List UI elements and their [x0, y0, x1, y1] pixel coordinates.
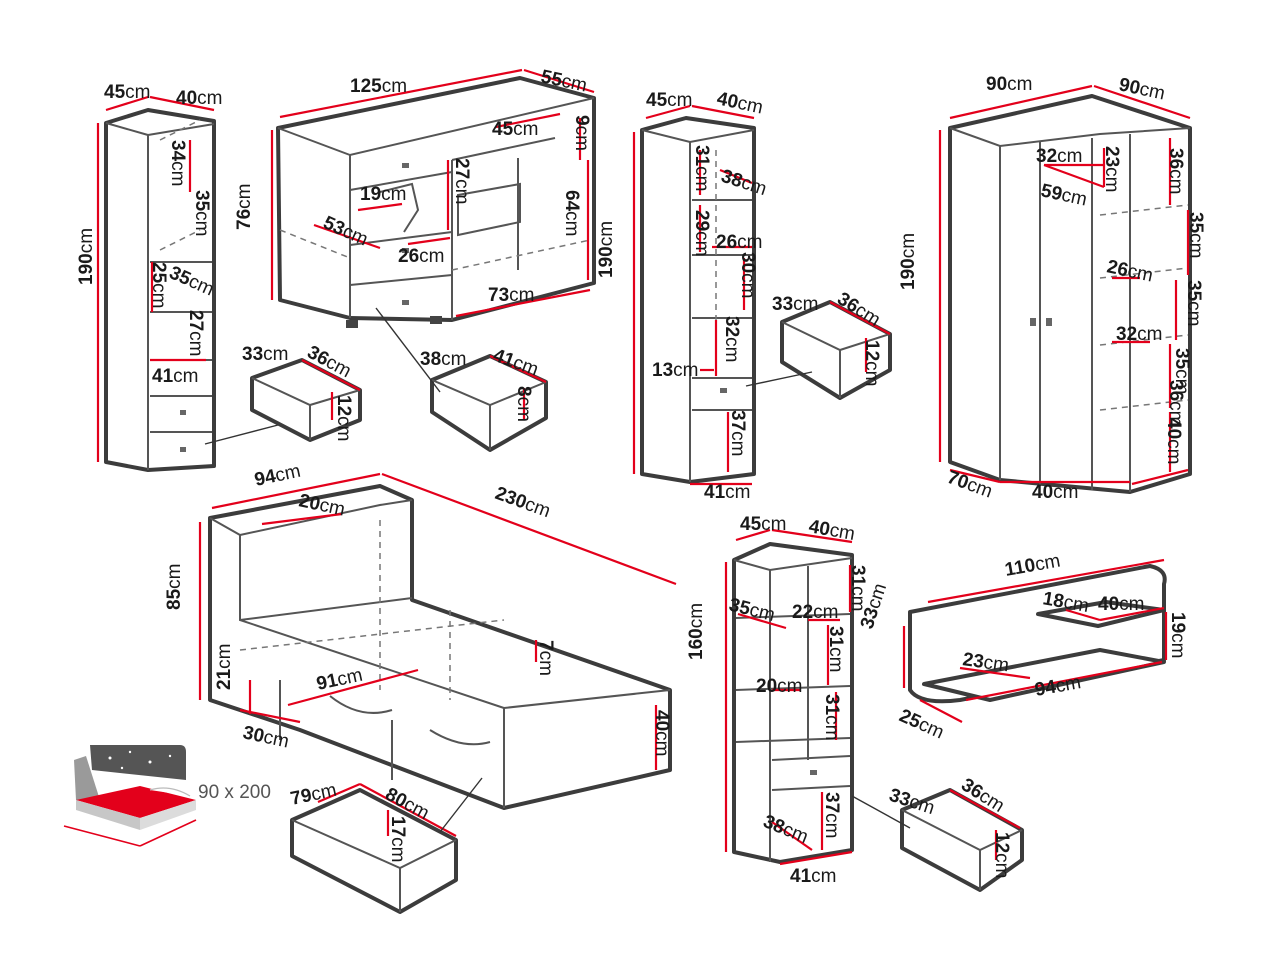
desk-dimension-label: 76cm: [234, 184, 255, 230]
tall-shelf-drawer-dimension-label: 12cm: [333, 395, 354, 441]
wall-shelf: [902, 558, 1168, 723]
bed-dimension-label: 7cm: [535, 640, 556, 676]
bookcase-drawer: [745, 300, 892, 400]
bookcase-dimension-label: 32cm: [721, 316, 742, 362]
bed-size-label: 90 x 200: [198, 782, 271, 803]
wall-shelf-dimension-label: 23cm: [961, 649, 1010, 676]
bookcase-dimension-label: 30cm: [737, 252, 758, 298]
corner-wardrobe-dimension-label: 40cm: [1032, 482, 1078, 503]
tall-shelf-dimension-label: 41cm: [152, 366, 198, 387]
narrow-shelf-dimension-label: 40cm: [807, 516, 856, 545]
corner-wardrobe-dimension-label: 36cm: [1165, 148, 1186, 194]
narrow-shelf-dimension-label: 37cm: [821, 792, 842, 838]
bed-size-icon: 90 x 200: [63, 745, 271, 847]
desk-dimension-label: 19cm: [360, 184, 406, 205]
narrow-shelf-drawer-dimension-label: 12cm: [991, 832, 1012, 878]
tall-shelf-dimension-label: 25cm: [148, 262, 169, 308]
desk-dimension-label: 125cm: [350, 76, 407, 97]
wall-shelf-dimension-label: 19cm: [1167, 612, 1188, 658]
bed-dimension-label: 20cm: [297, 490, 347, 520]
corner-wardrobe-dimension-label: 32cm: [1116, 324, 1162, 345]
corner-wardrobe-dimension-label: 32cm: [1036, 146, 1082, 167]
bed-drawer: [290, 777, 483, 914]
tall-shelf-drawer: [204, 358, 362, 445]
tall-shelf-drawer-dimension-label: 33cm: [242, 344, 288, 365]
bookcase-dimension-label: 29cm: [691, 210, 712, 256]
corner-wardrobe-dimension-label: 190cm: [898, 233, 919, 290]
bed-dimension-label: 91cm: [315, 665, 365, 695]
bookcase-dimension-label: 31cm: [691, 145, 712, 191]
tall-shelf-dimension-label: 35cm: [191, 190, 212, 236]
corner-wardrobe-dimension-label: 35cm: [1185, 212, 1206, 258]
corner-wardrobe-dimension-label: 35cm: [1171, 348, 1192, 394]
wall-shelf-dimension-label: 18cm: [1041, 588, 1090, 617]
desk-drawer-dimension-label: 8cm: [513, 386, 534, 422]
corner-wardrobe-dimension-label: 26cm: [1105, 256, 1155, 286]
bookcase-dimension-label: 26cm: [716, 232, 762, 253]
bed-drawer-dimension-label: 17cm: [387, 816, 408, 862]
bookcase-drawer-dimension-label: 12cm: [861, 340, 882, 386]
desk: [270, 68, 596, 328]
corner-wardrobe: [938, 84, 1192, 494]
corner-wardrobe-dimension-label: 35cm: [1183, 280, 1204, 326]
narrow-shelf-dimension-label: 35cm: [727, 594, 777, 626]
wall-shelf-dimension-label: 40cm: [1098, 594, 1144, 615]
desk-dimension-label: 64cm: [561, 190, 582, 236]
tall-shelf: [96, 95, 216, 472]
wall-shelf-dimension-label: 94cm: [1033, 672, 1082, 701]
bookcase-dimension-label: 40cm: [715, 88, 765, 118]
bed-drawer-dimension-label: 79cm: [289, 780, 339, 810]
narrow-shelf-dimension-label: 160cm: [686, 603, 707, 660]
narrow-shelf-dimension-label: 31cm: [825, 626, 846, 672]
bookcase-dimension-label: 45cm: [646, 90, 692, 111]
desk-dimension-label: 45cm: [492, 119, 538, 140]
corner-wardrobe-dimension-label: 36cm: [1165, 380, 1186, 426]
bookcase-dimension-label: 190cm: [596, 221, 617, 278]
wall-shelf-dimension-label: 110cm: [1003, 551, 1062, 581]
narrow-shelf: [724, 528, 854, 866]
desk-dimension-label: 26cm: [398, 246, 444, 267]
narrow-shelf-drawer: [851, 788, 1024, 892]
desk-dimension-label: 9cm: [571, 115, 592, 151]
tall-shelf-dimension-label: 190cm: [76, 228, 97, 285]
bed-dimension-label: 40cm: [651, 710, 672, 756]
desk-dimension-label: 27cm: [451, 158, 472, 204]
narrow-shelf-dimension-label: 45cm: [740, 514, 786, 535]
bookcase-dimension-label: 41cm: [704, 482, 750, 503]
corner-wardrobe-dimension-label: 23cm: [1101, 146, 1122, 192]
narrow-shelf-dimension-label: 31cm: [847, 565, 868, 611]
bookcase: [632, 104, 756, 486]
bookcase-dimension-label: 37cm: [727, 410, 748, 456]
tall-shelf-dimension-label: 45cm: [104, 82, 150, 103]
bed-dimension-label: 94cm: [253, 461, 303, 491]
corner-wardrobe-dimension-label: 90cm: [1117, 74, 1167, 104]
desk-dimension-label: 73cm: [488, 285, 534, 306]
narrow-shelf-dimension-label: 20cm: [756, 676, 802, 697]
desk-dimension-label: 55cm: [539, 66, 589, 96]
narrow-shelf-dimension-label: 31cm: [821, 694, 842, 740]
desk-drawer: [375, 307, 548, 452]
bookcase-drawer-dimension-label: 33cm: [772, 294, 818, 315]
bed-dimension-label: 21cm: [214, 644, 235, 690]
bed-dimension-label: 85cm: [164, 564, 185, 610]
corner-wardrobe-dimension-label: 40cm: [1163, 418, 1184, 464]
narrow-shelf-dimension-label: 41cm: [790, 866, 836, 887]
desk-drawer-dimension-label: 38cm: [420, 349, 466, 370]
tall-shelf-dimension-label: 34cm: [167, 140, 188, 186]
tall-shelf-dimension-label: 40cm: [176, 88, 222, 109]
bed-dimension-label: 30cm: [241, 722, 291, 752]
tall-shelf-dimension-label: 27cm: [185, 310, 206, 356]
corner-wardrobe-dimension-label: 59cm: [1039, 180, 1089, 210]
bed-dimension-label: 230cm: [492, 483, 553, 522]
bed: [198, 472, 677, 810]
narrow-shelf-dimension-label: 22cm: [792, 602, 838, 623]
bookcase-dimension-label: 13cm: [652, 360, 698, 381]
corner-wardrobe-dimension-label: 90cm: [986, 74, 1032, 95]
